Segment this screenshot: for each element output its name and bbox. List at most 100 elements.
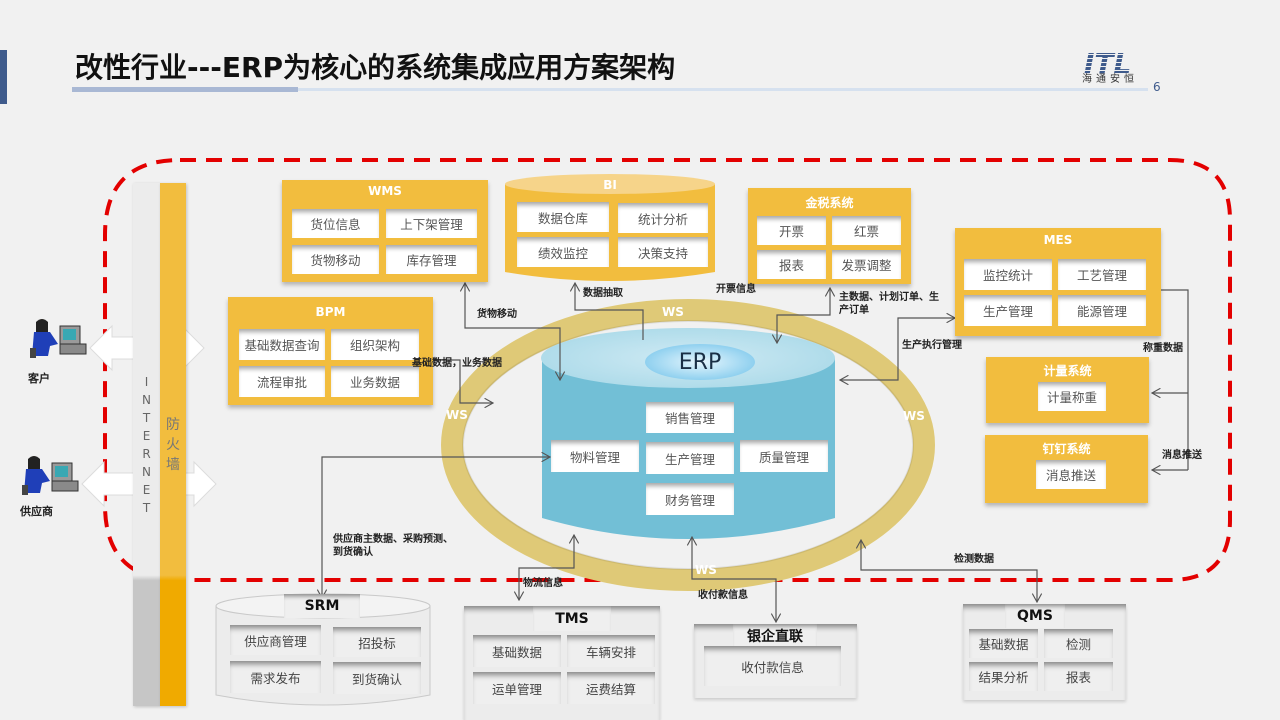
title-underline-accent (72, 87, 298, 92)
flow-label-master-data: 主数据、计划订单、生 产订单 (839, 292, 939, 316)
tms-title: TMS (533, 606, 611, 631)
internet-label: I N T E R N E T (142, 375, 151, 515)
tax-cell: 红票 (832, 216, 901, 245)
qms-system[interactable]: QMS 基础数据 检测 结果分析 报表 (963, 604, 1126, 700)
internet-column: I N T E R N E T (133, 183, 160, 706)
flow-mes-erp (840, 318, 955, 380)
bi-cell: 绩效监控 (517, 237, 609, 267)
bpm-cell: 流程审批 (239, 366, 325, 397)
tms-system[interactable]: TMS 基础数据 车辆安排 运单管理 运费结算 (464, 606, 660, 720)
itl-logo-icon: ITL (1084, 47, 1131, 80)
title-underline (298, 88, 1148, 91)
bi-cell: 统计分析 (618, 203, 708, 233)
flow-label-bpm-data: 基础数据，业务数据 (412, 358, 502, 369)
bpm-system[interactable]: BPM 基础数据查询 组织架构 流程审批 业务数据 (228, 297, 433, 405)
flow-label-invoice-info: 开票信息 (716, 284, 756, 295)
flow-label-message-push: 消息推送 (1162, 450, 1202, 461)
wms-cell: 货位信息 (292, 209, 379, 238)
customer-label: 客户 (28, 372, 50, 385)
flow-label-logistics: 物流信息 (523, 578, 563, 589)
srm-cell: 招投标 (333, 627, 421, 657)
flow-bpm-erp (420, 360, 493, 403)
erp-module-production: 生产管理 (646, 442, 734, 474)
wms-cell: 货物移动 (292, 245, 379, 274)
metering-title: 计量系统 (1043, 364, 1092, 378)
mes-title: MES (1043, 233, 1073, 247)
flow-label-production-exec: 生产执行管理 (902, 340, 962, 351)
bi-title: BI (603, 178, 617, 192)
metering-system[interactable]: 计量系统 计量称重 (986, 357, 1149, 423)
firewall-column: 防 火 墙 (160, 183, 186, 706)
flow-wms-erp (465, 283, 560, 380)
erp-system[interactable]: ERP 销售管理 物料管理 生产管理 质量管理 财务管理 (542, 330, 835, 550)
wms-cell: 库存管理 (386, 245, 477, 274)
flow-srm-erp (322, 457, 550, 598)
logo-subtitle: 海通安恒 (1082, 74, 1138, 85)
srm-system[interactable]: SRM 供应商管理 招投标 需求发布 到货确认 (216, 594, 430, 704)
wms-title: WMS (368, 184, 402, 198)
ws-label-bottom: WS (695, 563, 717, 577)
tms-cell: 运单管理 (473, 672, 561, 704)
ws-label-left: WS (446, 408, 468, 422)
dingtalk-system[interactable]: 钉钉系统 消息推送 (985, 435, 1148, 503)
bi-cell: 数据仓库 (517, 202, 609, 232)
bi-cylinder-top (505, 174, 715, 194)
erp-module-material: 物料管理 (551, 440, 639, 472)
bank-cell: 收付款信息 (704, 646, 841, 686)
logo-text: ITL (1084, 47, 1131, 80)
tms-cell: 运费结算 (567, 672, 655, 704)
bi-system[interactable]: BI 数据仓库 统计分析 绩效监控 决策支持 (505, 176, 715, 276)
flow-label-srm: 供应商主数据、采购预测、 到货确认 (333, 534, 453, 558)
wms-cell: 上下架管理 (386, 209, 477, 238)
tax-cell: 报表 (757, 250, 826, 279)
supplier-user-icon (22, 456, 79, 495)
slide-accent-tab (0, 50, 7, 104)
firewall-label: 防 火 墙 (166, 417, 180, 473)
dingtalk-title: 钉钉系统 (1042, 442, 1091, 456)
qms-cell: 检测 (1044, 629, 1113, 658)
mes-cell: 能源管理 (1058, 295, 1146, 326)
qms-title: QMS (1005, 604, 1065, 628)
flow-tax-erp (777, 288, 830, 343)
flow-tms-erp (519, 535, 574, 600)
srm-cell: 到货确认 (333, 662, 421, 694)
flow-label-goods-move: 货物移动 (477, 309, 517, 320)
flow-qms-erp (861, 540, 1037, 602)
flow-label-weighing-data: 称重数据 (1143, 343, 1183, 354)
flow-label-data-extract: 数据抽取 (583, 288, 623, 299)
erp-module-finance: 财务管理 (646, 483, 734, 515)
bi-cell: 决策支持 (618, 237, 708, 267)
bank-title: 银企直联 (733, 624, 817, 648)
tms-cell: 车辆安排 (567, 635, 655, 667)
srm-cell: 需求发布 (230, 661, 321, 693)
customer-user-icon (30, 319, 87, 358)
qms-cell: 基础数据 (969, 629, 1038, 658)
ws-label-right: WS (903, 409, 925, 423)
qms-cell: 结果分析 (969, 662, 1038, 691)
mes-system[interactable]: MES 监控统计 工艺管理 生产管理 能源管理 (955, 228, 1161, 336)
flow-label-payment: 收付款信息 (698, 590, 748, 601)
bpm-cell: 基础数据查询 (239, 329, 325, 360)
erp-module-quality: 质量管理 (740, 440, 828, 472)
ws-label-top: WS (662, 305, 684, 319)
erp-title: ERP (678, 350, 722, 375)
mes-cell: 生产管理 (964, 295, 1052, 326)
page-title: 改性行业---ERP为核心的系统集成应用方案架构 (75, 51, 676, 84)
page-number: 6 (1153, 80, 1161, 94)
golden-tax-system[interactable]: 金税系统 开票 红票 报表 发票调整 (748, 188, 911, 284)
bpm-cell: 业务数据 (331, 366, 419, 397)
srm-title: SRM (284, 594, 360, 618)
flow-label-inspection: 检测数据 (954, 554, 994, 565)
bank-direct-system[interactable]: 银企直联 收付款信息 (694, 624, 857, 698)
dingtalk-cell: 消息推送 (1036, 460, 1106, 489)
bpm-title: BPM (315, 305, 346, 319)
wms-system[interactable]: WMS 货位信息 上下架管理 货物移动 库存管理 (282, 180, 488, 282)
tms-cell: 基础数据 (473, 635, 561, 667)
mes-cell: 监控统计 (964, 259, 1052, 290)
tax-cell: 发票调整 (832, 250, 901, 279)
tax-title: 金税系统 (805, 196, 854, 210)
flow-bank-erp (692, 537, 776, 622)
qms-cell: 报表 (1044, 662, 1113, 691)
flow-mes-bus (1150, 290, 1189, 470)
srm-cell: 供应商管理 (230, 625, 321, 655)
